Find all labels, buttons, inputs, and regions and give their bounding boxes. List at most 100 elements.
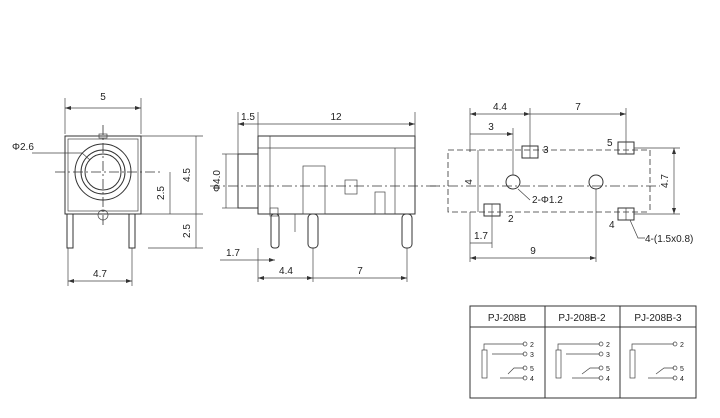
hole-dia-leader-tip	[81, 152, 91, 161]
pad-3-label: 3	[543, 145, 549, 156]
front-pin-right	[128, 213, 136, 249]
side-latch	[374, 191, 386, 215]
arrow	[590, 256, 596, 260]
arrow	[507, 132, 513, 136]
table-header-pj208b-2: PJ-208B-2	[558, 313, 606, 324]
front-pin-length-label: 2.5	[182, 224, 193, 238]
arrow	[126, 279, 132, 283]
terminal	[522, 341, 528, 347]
side-view: Φ4.0 1.5 12 1.7 4.4 7	[210, 112, 440, 282]
arrow	[620, 112, 626, 116]
terminal	[672, 375, 678, 381]
fp-total-label: 9	[530, 246, 536, 257]
arrow	[65, 106, 71, 110]
contact-line-2	[557, 343, 600, 350]
footprint-hole-2	[588, 174, 604, 190]
hole-note-leader	[517, 188, 531, 201]
front-view: 5 Φ2.6 4.5 2.5 2.5 4.7	[12, 92, 203, 286]
pin-label-2: 2	[680, 342, 684, 349]
side-pitch-b-label: 7	[357, 266, 363, 277]
schematic-pj208b: 2 3 5 4	[481, 341, 534, 383]
pin-label-4: 4	[530, 376, 534, 383]
slot-note-leader	[629, 219, 645, 239]
side-plug-dia-label: Φ4.0	[212, 170, 223, 192]
contact-line-2	[631, 343, 674, 350]
variant-table: PJ-208B PJ-208B-2 PJ-208B-3 2 3 5 4	[469, 305, 697, 399]
side-pin-2	[307, 213, 319, 249]
sleeve-symbol	[481, 349, 488, 379]
pin-label-3: 3	[606, 352, 610, 359]
pin-label-4: 4	[680, 376, 684, 383]
table-header-pj208b-3: PJ-208B-3	[634, 313, 682, 324]
terminal	[598, 341, 604, 347]
contact-line-5	[655, 367, 674, 375]
slot-note-label: 4-(1.5x0.8)	[645, 234, 693, 245]
side-offset-label: 1.5	[241, 112, 255, 123]
side-pin-1	[270, 213, 280, 249]
side-body-outline	[257, 135, 416, 215]
pin-label-2: 2	[606, 342, 610, 349]
hole-dia-label: Φ2.6	[12, 142, 34, 153]
front-pin-left	[66, 213, 74, 249]
arrow	[470, 256, 476, 260]
pin-label-2: 2	[530, 342, 534, 349]
side-length-label: 12	[330, 112, 342, 123]
terminal	[522, 365, 528, 371]
arrow	[269, 258, 275, 262]
contact-line-2	[483, 343, 524, 350]
arrow	[307, 276, 313, 280]
terminal	[598, 351, 604, 357]
arrow	[409, 122, 415, 126]
sleeve-symbol	[629, 349, 636, 379]
arrow	[672, 208, 676, 214]
pad-5-label: 5	[607, 138, 613, 149]
pin-label-5: 5	[530, 366, 534, 373]
fp-height-b-label: 4.7	[660, 174, 671, 188]
arrow	[470, 112, 476, 116]
pin-label-4: 4	[606, 376, 610, 383]
side-contact-housing	[302, 165, 326, 215]
hole-note-label: 2-Φ1.2	[532, 195, 563, 206]
arrow	[68, 279, 74, 283]
terminal	[672, 341, 678, 347]
footprint-hole-1	[505, 174, 521, 190]
table-outline	[469, 305, 697, 399]
pin-label-3: 3	[530, 352, 534, 359]
side-pin-offset-label: 1.7	[226, 248, 240, 259]
fp-span-c-label: 3	[488, 122, 494, 133]
side-small-tab	[269, 207, 279, 217]
front-span-label: 4.7	[93, 269, 107, 280]
terminal	[598, 365, 604, 371]
contact-line-5	[507, 367, 524, 375]
arrow	[238, 122, 244, 126]
arrow	[258, 276, 264, 280]
front-body-outline	[64, 135, 142, 215]
terminal	[522, 351, 528, 357]
fp-left-offset-label: 1.7	[474, 231, 488, 242]
footprint-view: 3 5 2 4 4.4 7 3 4 4.7 1.7	[430, 102, 693, 262]
front-center-height-label: 2.5	[156, 186, 167, 200]
terminal	[598, 375, 604, 381]
pin-label-5: 5	[680, 366, 684, 373]
footprint-outline-left	[447, 149, 471, 213]
arrow	[135, 106, 141, 110]
pad-4-label: 4	[609, 220, 615, 231]
pad-2-label: 2	[508, 214, 514, 225]
jack-hole	[84, 153, 122, 191]
arrow	[524, 112, 530, 116]
arrow	[401, 276, 407, 280]
schematic-pj208b-2: 2 3 5 4	[555, 341, 610, 383]
fp-span-b-label: 7	[575, 102, 581, 113]
arrow	[672, 148, 676, 154]
side-window	[344, 179, 358, 195]
terminal	[672, 365, 678, 371]
side-pin-3	[401, 213, 413, 249]
fp-span-a-label: 4.4	[493, 102, 507, 113]
contact-line-5	[581, 367, 600, 375]
schematic-pj208b-3: 2 5 4	[629, 341, 684, 383]
front-height-label: 4.5	[182, 168, 193, 182]
table-header-pj208b: PJ-208B	[488, 313, 527, 324]
sleeve-symbol	[555, 349, 562, 379]
side-plug-nose	[237, 153, 259, 209]
